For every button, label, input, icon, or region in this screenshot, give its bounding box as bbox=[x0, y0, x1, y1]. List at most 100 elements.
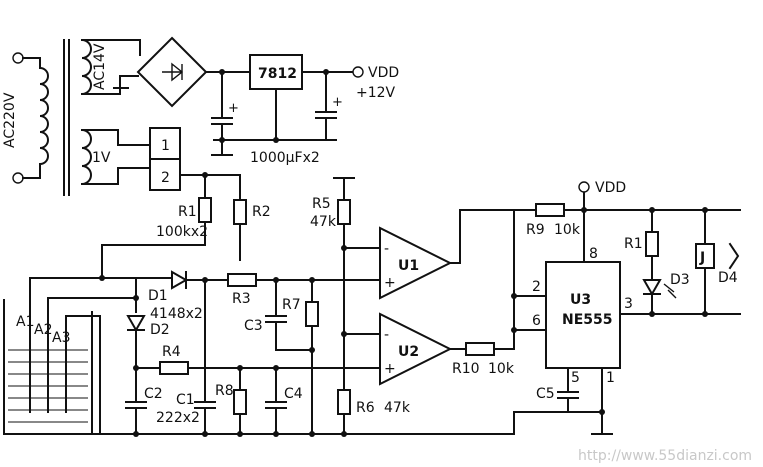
transformer-secondary-1v bbox=[80, 128, 92, 186]
resistor-r3 bbox=[227, 273, 257, 287]
r7-label: R7 bbox=[282, 297, 301, 313]
r3-label: R3 bbox=[232, 291, 251, 307]
divider-to-comparators bbox=[343, 247, 381, 335]
r6-label: R6 bbox=[356, 400, 375, 416]
led-cathode-wire bbox=[643, 293, 661, 315]
comparator-u1 bbox=[379, 226, 453, 300]
u1-output-wire bbox=[449, 209, 537, 264]
r4-label: R4 bbox=[162, 344, 181, 360]
filter-cap-input bbox=[211, 71, 233, 141]
capacitor-c5 bbox=[557, 367, 579, 413]
ac220-label: AC220V bbox=[2, 92, 18, 148]
resistor-r6 bbox=[337, 389, 351, 415]
ac-input-terminal-bottom bbox=[12, 172, 24, 184]
u2-label: U2 bbox=[398, 344, 419, 360]
v1-label: 1V bbox=[92, 150, 111, 166]
cap-input-plus: + bbox=[228, 101, 239, 116]
resistor-r9 bbox=[535, 203, 565, 217]
timer-u3-ne555 bbox=[545, 261, 621, 369]
led-d3 bbox=[642, 279, 662, 297]
resistor-r1 bbox=[198, 197, 212, 223]
c3-label: C3 bbox=[244, 318, 263, 334]
regulator-7812 bbox=[249, 54, 303, 90]
relay-j-label: J bbox=[699, 250, 705, 266]
r6-value: 47k bbox=[384, 400, 411, 416]
vdd-top-label: VDD bbox=[368, 65, 399, 81]
trigger-threshold-wire bbox=[513, 209, 547, 331]
diode-d2 bbox=[126, 315, 146, 333]
r1b-label: R1 bbox=[624, 236, 643, 252]
u3-pin6: 6 bbox=[532, 313, 541, 329]
bridge-diode-symbol bbox=[162, 62, 184, 82]
secondary-1v-wires bbox=[81, 129, 151, 185]
filter-cap-output bbox=[315, 71, 337, 141]
transformer-core bbox=[63, 39, 70, 196]
d2-label: D2 bbox=[150, 322, 170, 338]
coupling-pin2: 2 bbox=[161, 170, 170, 186]
d1-value: 4148x2 bbox=[150, 306, 203, 322]
resistor-r8 bbox=[233, 389, 247, 415]
probe-a2-label: A2 bbox=[34, 322, 52, 338]
resistor-r2 bbox=[233, 199, 247, 225]
probe-a1 bbox=[29, 277, 103, 413]
cap-main-label: 1000μFx2 bbox=[250, 150, 320, 166]
c1-label: C1 bbox=[176, 392, 195, 408]
c5-label: C5 bbox=[536, 386, 555, 402]
transformer-primary-winding bbox=[39, 57, 49, 179]
resistor-r1-led bbox=[645, 231, 659, 257]
probe-a3-label: A3 bbox=[52, 330, 70, 346]
r2-label: R2 bbox=[252, 204, 271, 220]
capacitor-c1 bbox=[194, 279, 216, 435]
u2-plus: + bbox=[384, 361, 396, 377]
ac-input-wires bbox=[22, 57, 41, 179]
regulator-label: 7812 bbox=[258, 66, 297, 82]
coupling-pin1: 1 bbox=[161, 138, 170, 154]
u3-label: U3 bbox=[570, 292, 591, 308]
c5-ground-wire bbox=[513, 411, 603, 435]
transformer-secondary-14v bbox=[80, 38, 92, 96]
cap-output-plus: + bbox=[332, 95, 343, 110]
u3-pin2: 2 bbox=[532, 279, 541, 295]
capacitor-c2 bbox=[125, 367, 147, 435]
vdd-mid-label: VDD bbox=[595, 180, 626, 196]
u1-minus: - bbox=[384, 241, 389, 257]
u3-pin5: 5 bbox=[571, 370, 580, 386]
r5-supply-bar bbox=[333, 177, 355, 201]
d3-label: D3 bbox=[670, 272, 690, 288]
r8-label: R8 bbox=[215, 383, 234, 399]
probe-a2 bbox=[47, 297, 137, 413]
probe-a1-label: A1 bbox=[16, 314, 34, 330]
r1-label: R1 bbox=[178, 204, 197, 220]
d4-label: D4 bbox=[718, 270, 738, 286]
ne555-label: NE555 bbox=[562, 312, 613, 328]
u3-pin3: 3 bbox=[624, 296, 633, 312]
resistor-r4 bbox=[159, 361, 189, 375]
u2-minus: - bbox=[384, 327, 389, 343]
resistor-r10 bbox=[465, 342, 495, 356]
d1-label: D1 bbox=[148, 288, 168, 304]
capacitor-c4 bbox=[265, 367, 287, 435]
r1-value: 100kx2 bbox=[156, 224, 208, 240]
water-tank bbox=[3, 299, 93, 435]
d2-cathode-wire bbox=[127, 329, 145, 369]
watermark-text: http://www.55dianzi.com bbox=[578, 448, 752, 464]
vdd-output-terminal bbox=[352, 66, 364, 78]
ac-input-terminal-top bbox=[12, 52, 24, 64]
c2-label: C2 bbox=[144, 386, 163, 402]
u3-pin8: 8 bbox=[589, 246, 598, 262]
u1-plus: + bbox=[384, 275, 396, 291]
r5-value: 47k bbox=[310, 214, 337, 230]
v12-label: +12V bbox=[356, 85, 396, 101]
r10-to-node bbox=[493, 329, 515, 350]
probe-a3 bbox=[65, 315, 101, 435]
u1-label: U1 bbox=[398, 258, 419, 274]
diode-d1 bbox=[171, 270, 189, 290]
led-emission-arrows bbox=[663, 283, 677, 299]
r9-label: R9 bbox=[526, 222, 545, 238]
resistor-r5 bbox=[337, 199, 351, 225]
comparator-u2 bbox=[379, 312, 453, 386]
u3-pin1: 1 bbox=[606, 370, 615, 386]
ac14v-label: AC14V bbox=[92, 43, 108, 90]
r9-value: 10k bbox=[554, 222, 581, 238]
